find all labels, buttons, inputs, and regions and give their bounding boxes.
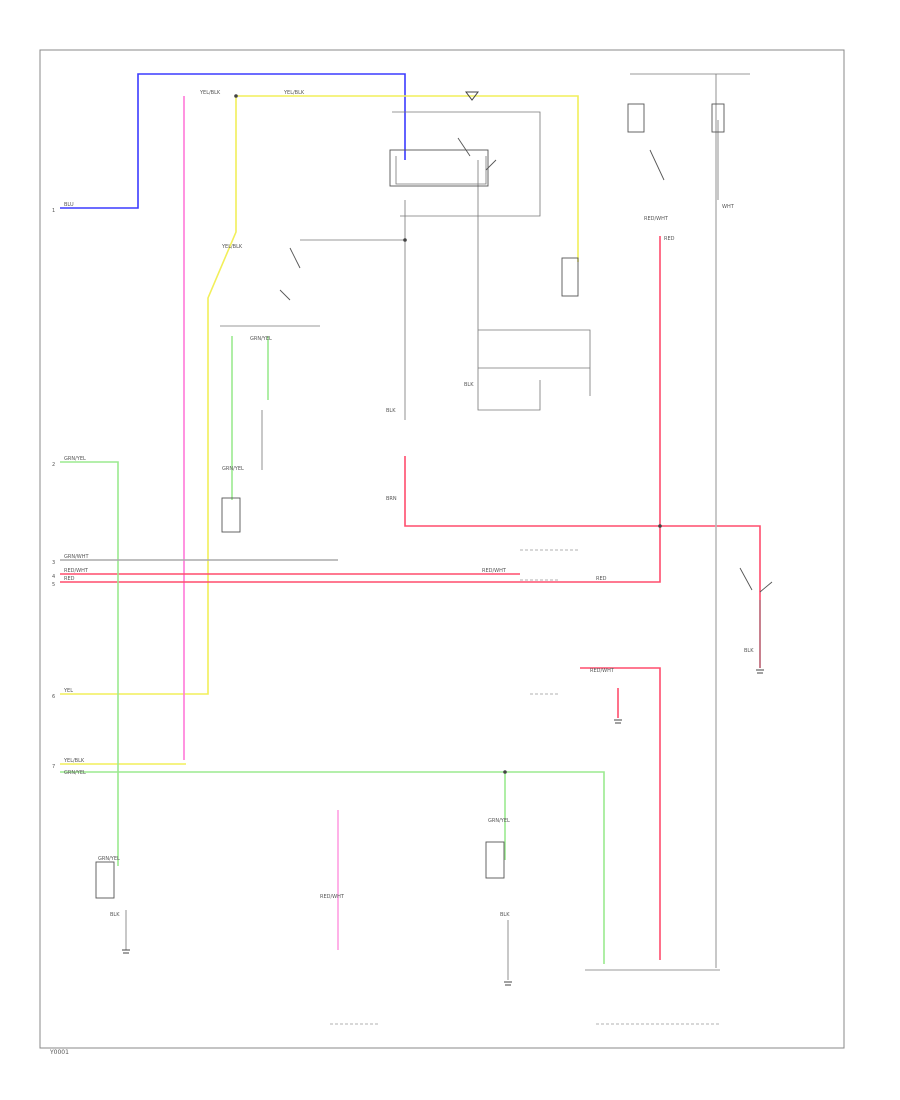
wire-label: RED/WHT xyxy=(644,216,669,222)
wire-thin-5 xyxy=(392,111,541,217)
wire-label: YEL xyxy=(63,688,73,694)
wire-label: BLK xyxy=(500,912,510,918)
wire-label: RED xyxy=(64,576,75,582)
wire-label: WHT xyxy=(722,204,735,210)
wire-label: BLK xyxy=(744,648,754,654)
wire-label: RED xyxy=(596,576,607,582)
wire-label: BRN xyxy=(386,496,397,502)
wire-label: BLK xyxy=(386,408,396,414)
ground-4 xyxy=(756,669,764,674)
wire-label: BLU xyxy=(64,202,74,208)
wire-blue xyxy=(60,73,406,209)
wire-label: RED/WHT xyxy=(320,894,345,900)
wire-label: YEL/BLK xyxy=(63,758,85,764)
switch-top-left xyxy=(289,247,301,269)
sensor-bottom-left xyxy=(95,861,115,899)
sensor-bottom-mid xyxy=(485,841,505,879)
wire-label: BLK xyxy=(464,382,474,388)
splice-dot xyxy=(658,524,662,528)
splice-dot xyxy=(403,238,407,242)
wire-label: RED xyxy=(664,236,675,242)
connector-label: 4 xyxy=(52,574,55,580)
wire-green-left xyxy=(60,461,119,866)
wire-yellow-top xyxy=(236,95,579,262)
ground-3 xyxy=(614,719,622,724)
sensor-mid-right xyxy=(561,257,579,297)
connector-label: 2 xyxy=(52,462,55,468)
wire-label: GRN/YEL xyxy=(64,770,86,776)
wire-red-4 xyxy=(580,667,661,960)
wire-label: GRN/WHT xyxy=(64,554,89,560)
diagram-code: Y0001 xyxy=(49,1049,69,1056)
wire-thin-3 xyxy=(477,160,541,411)
wire-label: YEL/BLK xyxy=(199,90,221,96)
wire-label: GRN/YEL xyxy=(222,466,244,472)
splice-dot xyxy=(503,770,507,774)
wire-thin-6 xyxy=(478,329,591,396)
wire-label: RED/WHT xyxy=(590,668,615,674)
wire-label: YEL/BLK xyxy=(283,90,305,96)
wire-label: GRN/YEL xyxy=(488,818,510,824)
connector-label: 7 xyxy=(52,764,55,770)
sensor-right xyxy=(711,103,725,133)
wire-green-bottom xyxy=(60,771,605,964)
wire-red-3 xyxy=(404,456,761,668)
wire-label: YEL/BLK xyxy=(221,244,243,250)
brake-switch xyxy=(739,567,753,591)
ground-5 xyxy=(465,91,479,101)
connector-label: 1 xyxy=(52,208,55,214)
sensor-top-right xyxy=(627,103,645,133)
connector-label: 5 xyxy=(52,582,55,588)
splice-dot xyxy=(234,94,238,98)
wire-label: GRN/YEL xyxy=(250,336,272,342)
wire-label: GRN/YEL xyxy=(98,856,120,862)
wire-thin-1 xyxy=(395,156,487,185)
wire-label: GRN/YEL xyxy=(64,456,86,462)
relay-switch-2 xyxy=(485,159,497,171)
ground-2 xyxy=(504,981,512,986)
connector-label: 6 xyxy=(52,694,55,700)
sensor-left-mid xyxy=(221,497,241,533)
switch-top-left-2 xyxy=(279,289,291,301)
wire-red-2 xyxy=(60,236,661,583)
diagram-frame xyxy=(39,49,845,1049)
wire-label: RED/WHT xyxy=(64,568,89,574)
connector-label: 3 xyxy=(52,560,55,566)
sensor-top-right-2 xyxy=(649,149,665,181)
brake-switch-2 xyxy=(759,581,773,593)
wire-yellow-left xyxy=(60,96,237,695)
relay-switch xyxy=(457,137,471,157)
ground-1 xyxy=(122,949,130,954)
wire-label: RED/WHT xyxy=(482,568,507,574)
wire-label: BLK xyxy=(110,912,120,918)
